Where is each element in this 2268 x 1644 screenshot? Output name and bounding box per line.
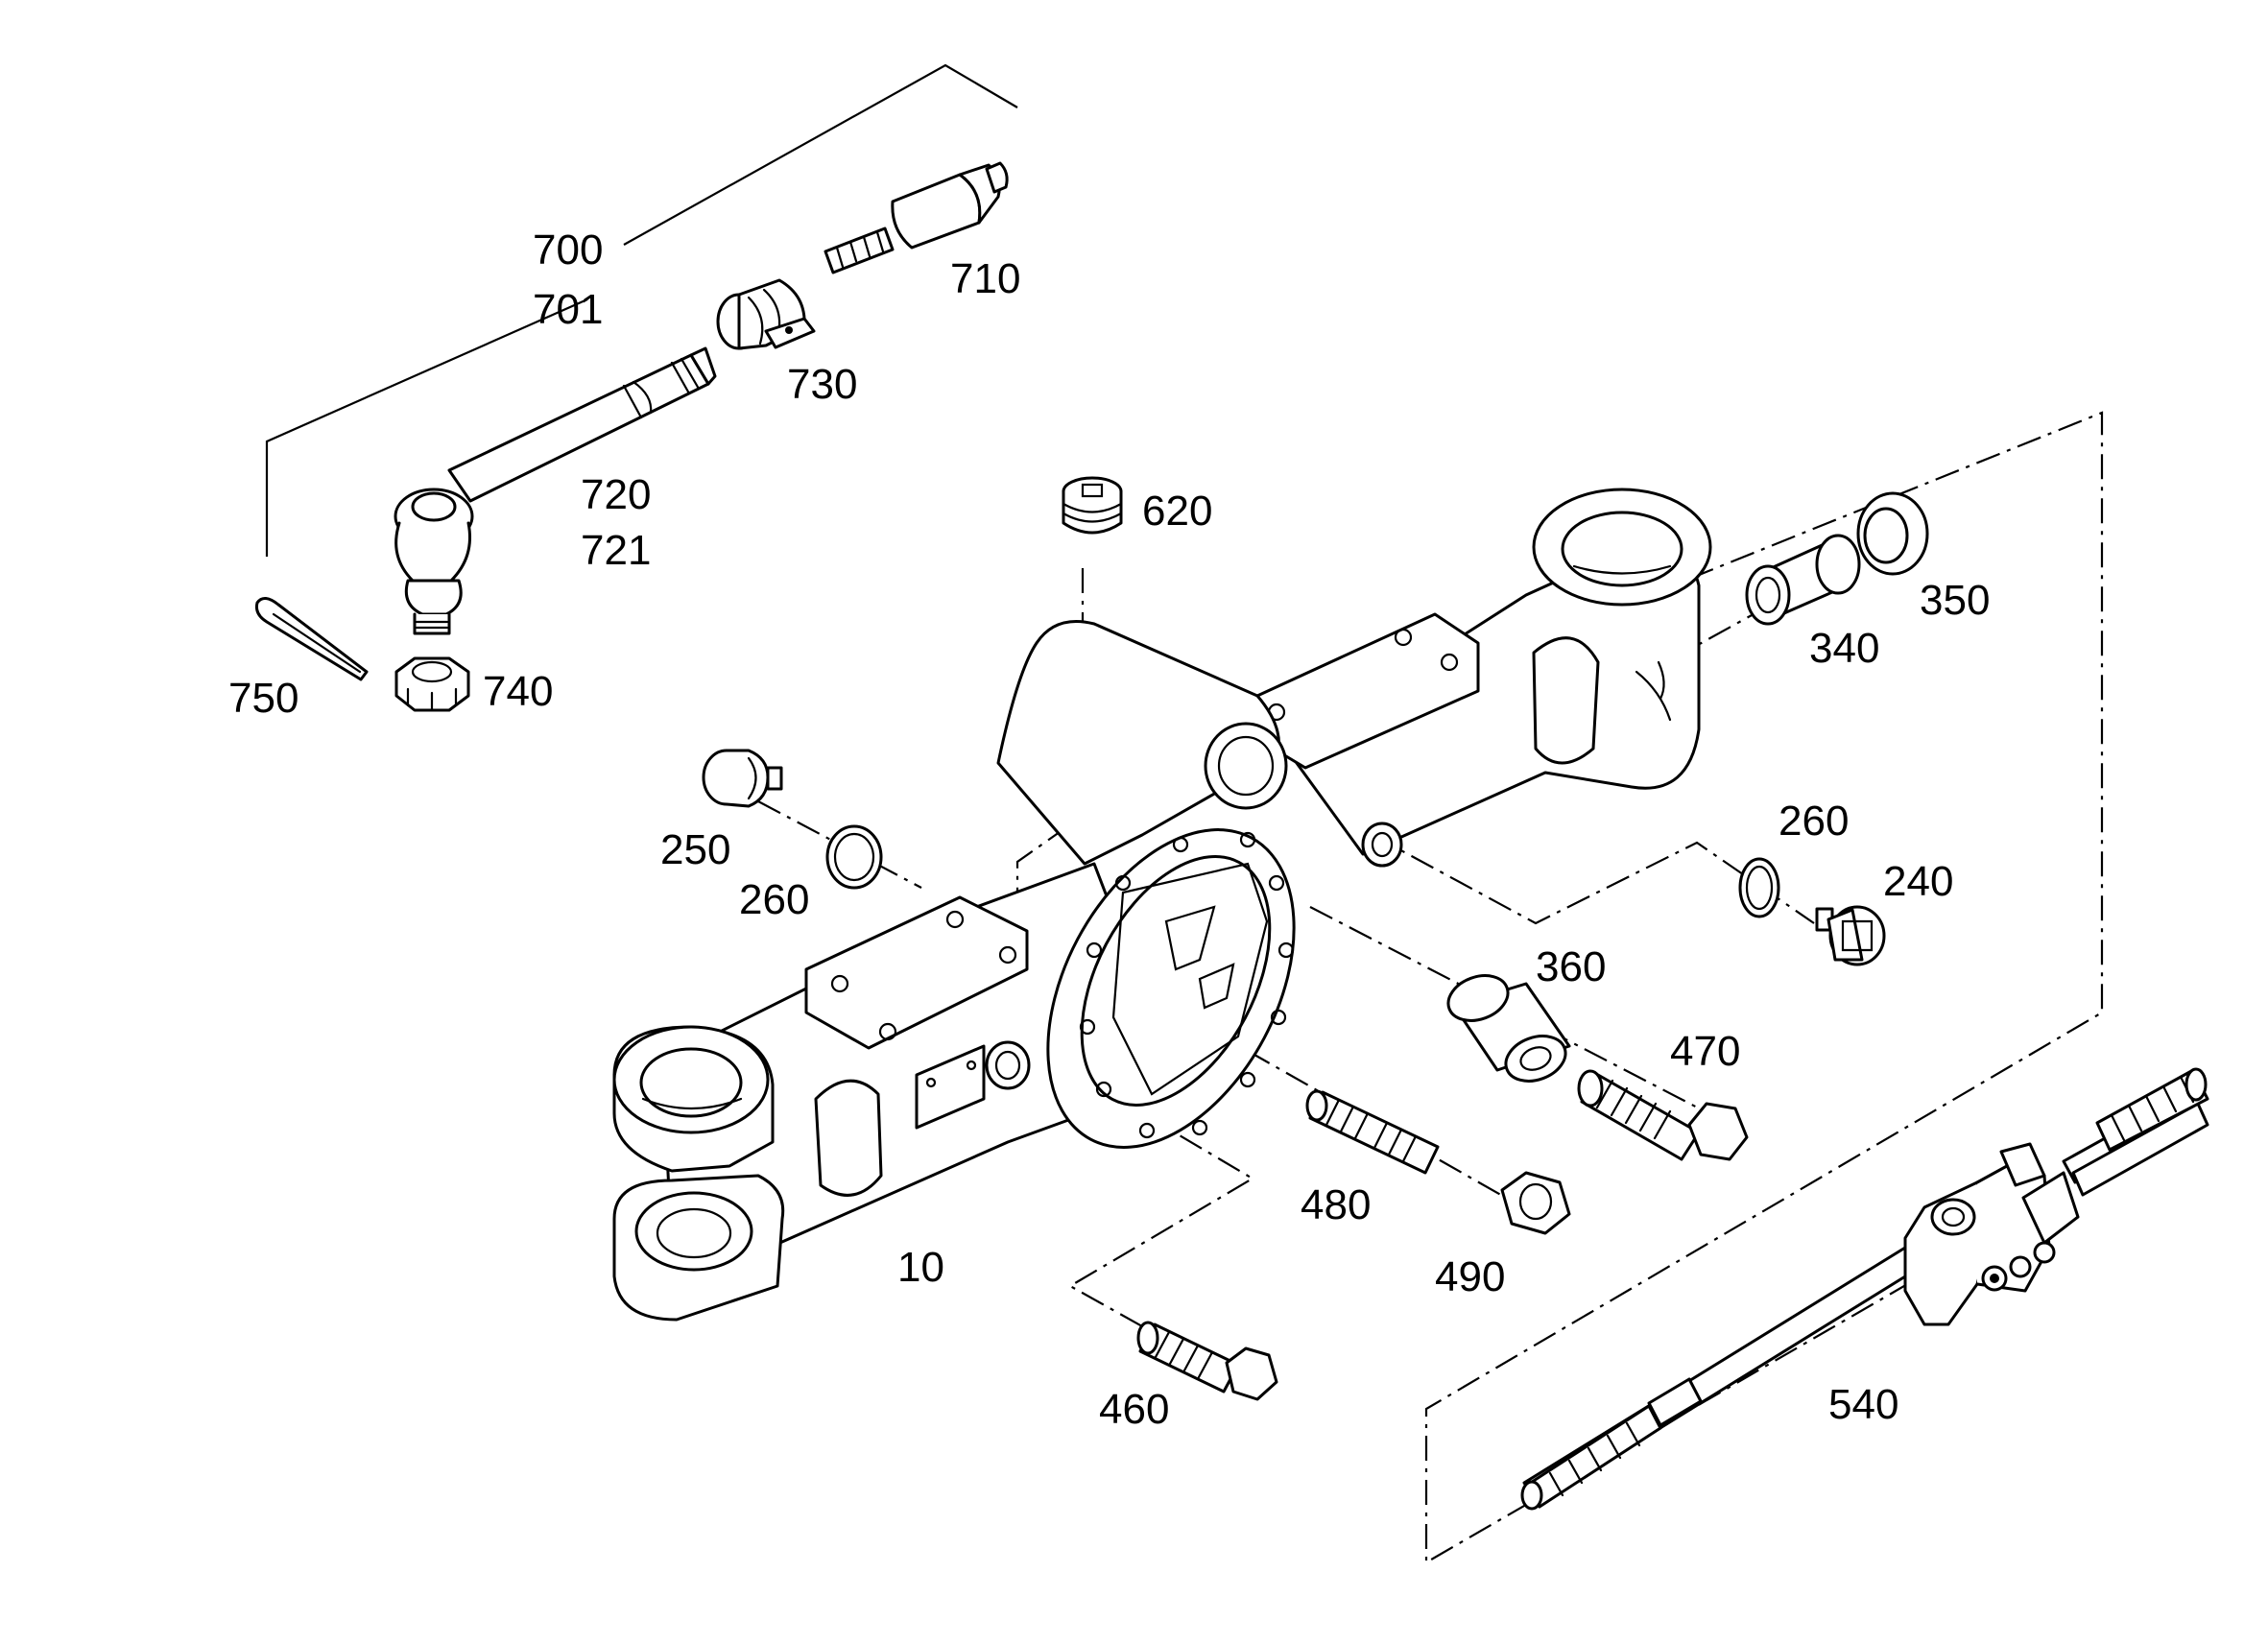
label-250: 250: [660, 826, 730, 873]
stud-480: [1305, 1089, 1440, 1175]
label-620: 620: [1142, 488, 1212, 535]
label-340: 340: [1809, 625, 1879, 672]
label-740: 740: [483, 668, 553, 715]
plug-240: [1815, 905, 1886, 966]
label-470: 470: [1670, 1028, 1740, 1075]
clamp-730: [716, 278, 816, 350]
label-260-left: 260: [739, 876, 809, 923]
split-pin-750: [255, 597, 369, 681]
part-labels: 700 701 710 730 720 721 750 740 620 350 …: [228, 226, 1990, 1433]
label-490: 490: [1435, 1253, 1505, 1300]
plug-250: [702, 749, 783, 808]
tie-rod-tube-720: [394, 346, 717, 635]
label-240: 240: [1883, 858, 1953, 905]
nut-490: [1500, 1171, 1571, 1235]
label-750: 750: [228, 675, 298, 722]
label-700: 700: [533, 226, 603, 274]
label-540: 540: [1828, 1381, 1898, 1428]
axle-housing-10: [612, 488, 1712, 1322]
label-360: 360: [1536, 943, 1606, 990]
o-ring-260-right: [1738, 857, 1780, 918]
label-720: 720: [581, 471, 651, 518]
tie-rod-end-710: [824, 161, 1009, 274]
sleeve-360: [1446, 974, 1571, 1083]
label-730: 730: [787, 361, 857, 408]
bolt-470: [1577, 1069, 1749, 1161]
bolt-460: [1136, 1321, 1278, 1401]
label-480: 480: [1301, 1181, 1371, 1228]
plug-620: [1062, 476, 1123, 535]
seal-350: [1856, 491, 1929, 576]
drive-shaft-540: [1520, 1067, 2209, 1511]
o-ring-260-left: [825, 824, 883, 890]
label-710: 710: [950, 255, 1020, 302]
label-460: 460: [1099, 1386, 1169, 1433]
label-701: 701: [533, 286, 603, 333]
label-10: 10: [897, 1244, 944, 1291]
bushing-340: [1745, 534, 1861, 626]
label-350: 350: [1920, 577, 1990, 624]
castle-nut-740: [394, 656, 470, 712]
label-260-right: 260: [1779, 798, 1849, 845]
label-721: 721: [581, 527, 651, 574]
